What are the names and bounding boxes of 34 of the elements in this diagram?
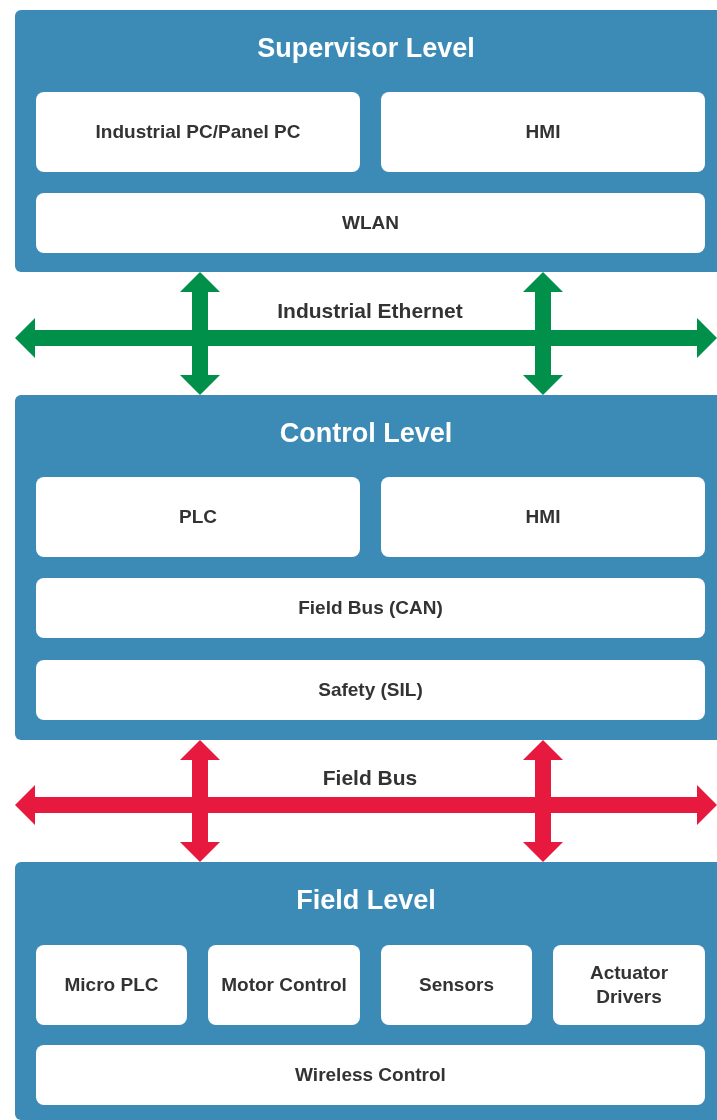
component-box [36,477,360,557]
component-box [208,945,360,1025]
arrow [180,272,220,395]
level-panel [15,862,717,1120]
component-label: Safety (SIL) [318,678,423,702]
arrow [523,740,563,862]
component-label: Micro PLC [64,973,159,997]
level-title: Supervisor Level [256,32,476,64]
component-box [381,92,705,172]
component-box [36,660,705,720]
arrow [180,740,220,862]
component-label: Field Bus (CAN) [298,596,443,620]
component-label: HMI [525,120,561,144]
component-label: Motor Control [221,973,347,997]
component-box [36,578,705,638]
component-label: Industrial PC/Panel PC [95,120,301,144]
component-box [36,1045,705,1105]
level-title: Field Level [295,884,437,916]
component-box [553,945,705,1025]
component-box [36,92,360,172]
component-label: HMI [525,505,561,529]
component-box [36,945,187,1025]
component-label: PLC [179,505,217,529]
component-box [36,193,705,253]
arrow [523,272,563,395]
level-panel [15,10,717,272]
level-panel [15,395,717,740]
component-box [381,477,705,557]
component-label: WLAN [342,211,399,235]
level-title: Control Level [278,417,454,449]
component-label: Actuator Drivers [588,961,670,1009]
component-label: Wireless Control [295,1063,446,1087]
component-label: Sensors [419,973,494,997]
component-box [381,945,532,1025]
